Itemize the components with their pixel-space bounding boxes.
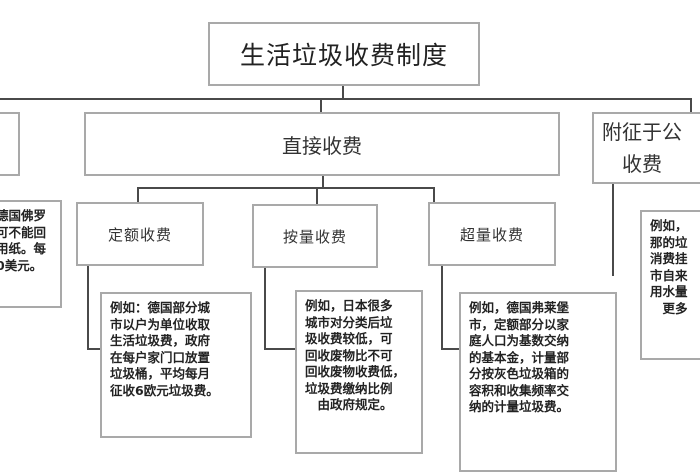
node-partial-left [0,112,20,176]
note-partial-left: 德国佛罗 可不能回 用纸。每 0美元。 [0,200,62,308]
connector [320,98,322,112]
connector [441,348,461,350]
connector [612,184,614,276]
connector [87,348,101,350]
connector [342,86,344,100]
note-text: 例如， 那的垃 消费挂 市自来 用水量 更多 [650,218,688,316]
connector [316,187,318,205]
note-excess-charge-example: 例如，德国弗莱堡 市，定额部分以家 庭人口为基数交纳 的基本金，计量部 分按灰色… [459,292,617,472]
root-label: 生活垃圾收费制度 [239,41,448,70]
node-fixed-charge: 定额收费 [76,202,204,266]
note-text: 例如：德国部分城 市以户为单位收取 生活垃圾费，政府 在每户家门口放置 垃圾桶，… [110,300,219,398]
note-text: 德国佛罗 可不能回 用纸。每 0美元。 [0,208,47,273]
note-text: 例如，德国弗莱堡 市，定额部分以家 庭人口为基数交纳 的基本金，计量部 分按灰色… [469,300,570,414]
connector [137,187,435,189]
connector [264,268,266,350]
node-excess-charge: 超量收费 [428,202,556,266]
node-label: 按量收费 [282,227,347,246]
node-label: 直接收费 [282,133,362,158]
node-attached-charge: 附征于公 收费 [592,112,700,184]
node-label: 超量收费 [459,225,524,244]
connector [433,187,435,203]
root-node-title: 生活垃圾收费制度 [208,22,480,86]
node-label: 定额收费 [107,225,172,244]
connector [137,187,139,203]
node-direct-charge: 直接收费 [84,112,560,176]
note-volume-charge-example: 例如，日本很多 城市对分类后垃 圾收费较低，可 回收废物比不可 回收废物收费低，… [295,290,423,454]
node-label: 附征于公 收费 [602,120,682,176]
connector [690,98,692,112]
note-partial-right: 例如， 那的垃 消费挂 市自来 用水量 更多 [640,210,700,360]
connector [322,176,324,188]
note-fixed-charge-example: 例如：德国部分城 市以户为单位收取 生活垃圾费，政府 在每户家门口放置 垃圾桶，… [100,292,252,438]
note-text: 例如，日本很多 城市对分类后垃 圾收费较低，可 回收废物比不可 回收废物收费低，… [305,298,406,412]
connector [264,348,296,350]
node-volume-charge: 按量收费 [252,204,378,268]
connector [0,98,692,100]
connector [87,266,89,350]
connector [441,266,443,350]
